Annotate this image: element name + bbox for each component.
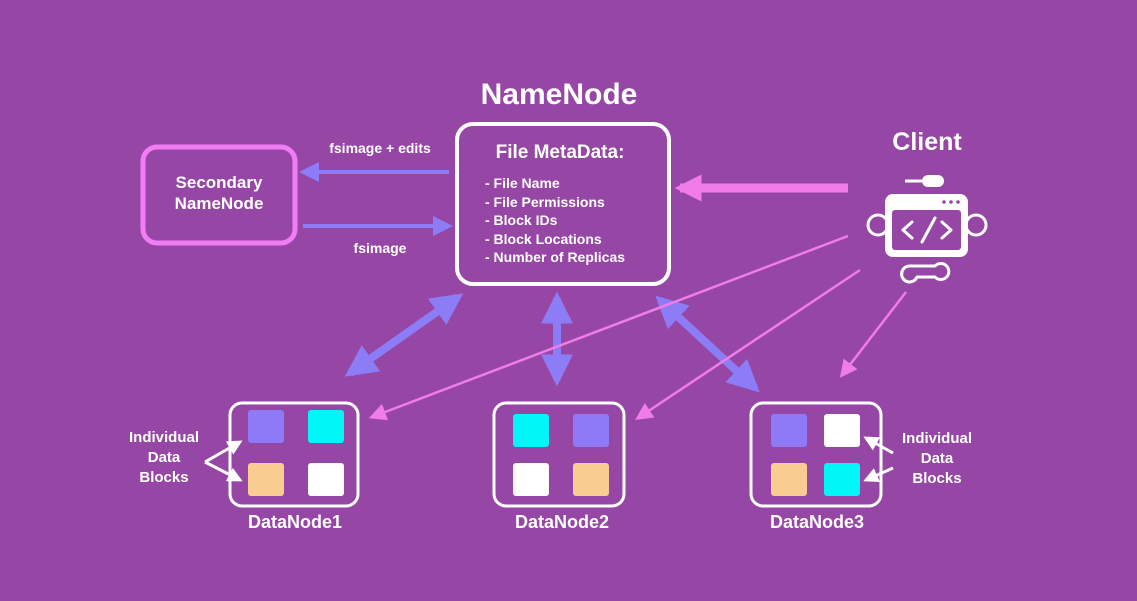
- datanode1-box: [228, 401, 360, 508]
- secondary-namenode-box: [140, 144, 298, 246]
- code-window-screen: [892, 210, 961, 250]
- datanode3-label: DataNode3: [769, 512, 865, 532]
- plug-icon: [922, 175, 944, 187]
- namenode-box: [455, 122, 671, 286]
- data-block-purple: [771, 414, 807, 447]
- code-bracket-left: [901, 220, 914, 240]
- file-metadata-title: File MetaData:: [495, 142, 625, 163]
- pointer-arrow-left-lower: [204, 460, 243, 482]
- datanode3-box: [749, 401, 883, 508]
- datanode1-label: DataNode1: [247, 512, 343, 532]
- data-block-purple: [248, 410, 284, 443]
- data-block-cyan: [824, 463, 860, 496]
- annotation-line: Blocks: [912, 470, 962, 487]
- metadata-item: - Number of Replicas: [485, 249, 626, 265]
- metadata-item: - Block Locations: [485, 230, 602, 247]
- data-block-peach: [248, 463, 284, 496]
- arrow-client-datanode2: [635, 268, 861, 420]
- datanode2-label: DataNode2: [514, 512, 610, 532]
- client-title: Client: [892, 128, 962, 156]
- data-block-purple: [573, 414, 609, 447]
- arrow-namenode-datanode3: [655, 295, 760, 393]
- arrow-namenode-datanode1: [344, 293, 464, 377]
- data-block-peach: [573, 463, 609, 496]
- arrow-client-datanode1: [368, 234, 849, 421]
- annotation-line: Individual: [901, 430, 972, 447]
- annotation-line: Individual: [128, 429, 199, 446]
- annotation-line: Blocks: [139, 469, 189, 486]
- code-bracket-right: [940, 220, 953, 240]
- individual-data-blocks-label-right: Individual Data Blocks: [892, 429, 982, 489]
- secondary-namenode-line2: NameNode: [174, 194, 264, 213]
- pointer-arrow-left-upper: [204, 440, 243, 464]
- data-block-white: [308, 463, 344, 496]
- wrench-icon: [900, 262, 951, 284]
- namenode-title: NameNode: [480, 78, 638, 111]
- annotation-line: Data: [147, 449, 181, 466]
- metadata-item: - Block IDs: [485, 212, 558, 228]
- individual-data-blocks-label-left: Individual Data Blocks: [119, 428, 209, 488]
- data-block-cyan: [308, 410, 344, 443]
- pointer-arrow-right-lower: [863, 466, 894, 482]
- secondary-namenode-line1: Secondary: [175, 173, 263, 192]
- file-metadata-list: - File Name - File Permissions - Block I…: [485, 174, 625, 267]
- fsimage-label: fsimage: [353, 240, 407, 256]
- metadata-item: - File Name: [485, 175, 560, 191]
- metadata-item: - File Permissions: [485, 193, 605, 210]
- client-code-window-icon: [866, 175, 988, 284]
- arrow-client-datanode3: [839, 291, 907, 378]
- data-block-white: [824, 414, 860, 447]
- data-blocks: [248, 410, 860, 496]
- annotation-line: Data: [920, 450, 954, 467]
- datanode2-box: [492, 401, 626, 508]
- pointer-arrow-right-upper: [863, 436, 894, 455]
- data-block-cyan: [513, 414, 549, 447]
- data-block-peach: [771, 463, 807, 496]
- secondary-namenode-label: Secondary NameNode: [149, 172, 289, 214]
- data-block-white: [513, 463, 549, 496]
- code-slash: [920, 216, 937, 244]
- fsimage-edits-label: fsimage + edits: [329, 140, 431, 156]
